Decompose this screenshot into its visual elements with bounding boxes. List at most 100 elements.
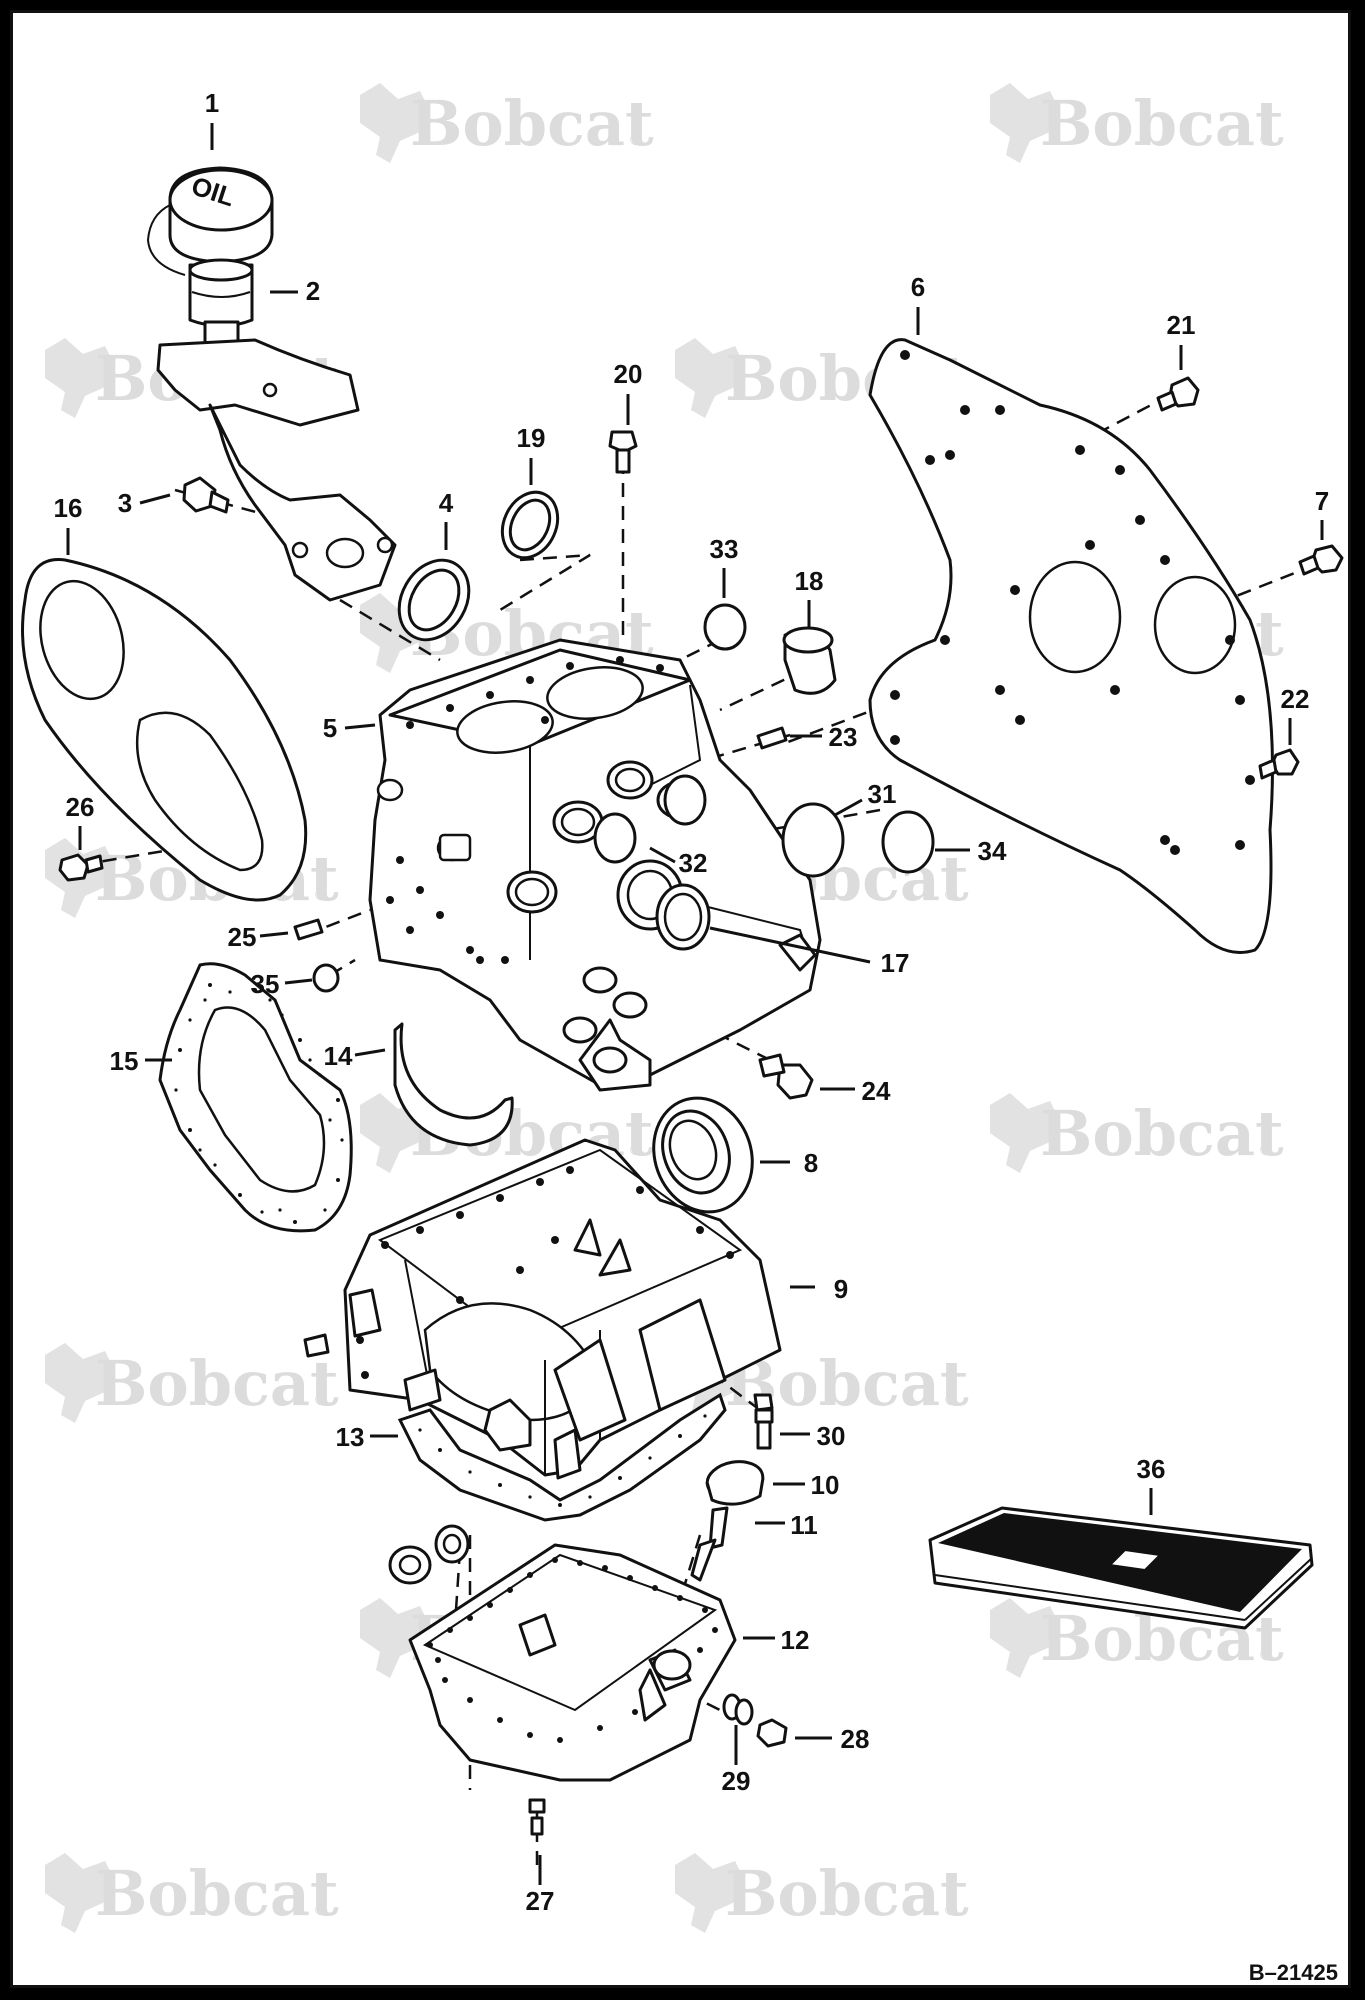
callout-number-26: 26 [66,792,95,822]
bolt-30 [753,1393,774,1450]
callout-number-32: 32 [679,848,708,878]
bolt-7 [1298,544,1344,576]
callout-number-22: 22 [1281,684,1310,714]
callout-number-29: 29 [722,1766,751,1796]
callout-number-23: 23 [829,722,858,752]
crankcase-5 [368,638,822,1092]
callout-number-15: 15 [110,1046,139,1076]
bolt-22 [1258,748,1300,780]
bobcat-logo-icon [45,1853,115,1933]
callout-leader-32 [649,846,676,864]
drain-plug-fittings [388,1524,470,1585]
oil-pan-gasket-speckle [418,1414,707,1507]
callout-number-12: 12 [781,1625,810,1655]
bobcat-watermark: Bobcat® [45,1853,339,1933]
watermark-reg-mark: ® [1260,1142,1272,1159]
crankcase-bolt-holes [386,656,664,964]
bolt-3 [182,476,230,514]
crankcase-lower-9 [303,1138,782,1480]
watermark-reg-mark: ® [1260,132,1272,149]
bobcat-logo-icon [675,338,745,418]
bobcat-watermark: Bobcat® [360,83,654,163]
callout-leader-14 [354,1048,386,1057]
bolt-20 [608,430,638,474]
oil-pan-gasket-bead [427,1557,718,1743]
watermark-reg-mark: ® [945,1392,957,1409]
callout-number-11: 11 [790,1510,818,1540]
callout-number-3: 3 [118,488,132,518]
watermark-reg-mark: ® [945,887,957,904]
pin-25 [293,918,324,941]
callout-number-34: 34 [978,836,1007,866]
end-plate-6 [868,338,1274,954]
plug-31 [781,802,845,878]
plug-18 [782,626,837,695]
seal-14 [393,1022,514,1147]
watermark-reg-mark: ® [1260,642,1272,659]
oil-filler-cap: OIL [146,166,274,276]
callout-number-2: 2 [306,276,320,306]
plug-33 [703,603,747,651]
bobcat-logo-icon [675,1853,745,1933]
callout-number-4: 4 [439,488,454,518]
callout-leader-31 [834,798,863,817]
callout-number-35: 35 [251,969,280,999]
oil-filler-neck [156,258,397,602]
callout-number-24: 24 [862,1076,891,1106]
bobcat-watermark: Bobcat® [990,1093,1284,1173]
callout-number-19: 19 [517,423,546,453]
watermark-reg-mark: ® [315,887,327,904]
callout-leader-17 [709,926,871,964]
callout-number-33: 33 [710,534,739,564]
callout-number-9: 9 [834,1274,848,1304]
watermark-reg-mark: ® [315,1392,327,1409]
watermark-reg-mark: ® [1260,1647,1272,1664]
crankcase-lower-bolt-holes [356,1166,734,1379]
callout-number-30: 30 [817,1421,846,1451]
bobcat-logo-icon [990,1598,1060,1678]
callout-number-10: 10 [811,1470,840,1500]
plug-32 [593,774,707,864]
gear-case-gasket-16 [21,558,308,902]
watermark-reg-mark: ® [630,1142,642,1159]
watermark-brand: Bobcat [410,87,654,160]
bolt-26 [58,853,104,882]
callout-number-8: 8 [804,1148,818,1178]
oil-pan-12 [408,1543,737,1782]
watermark-reg-mark: ® [945,1902,957,1919]
watermark-brand: Bobcat [725,1857,969,1930]
figure-id: B–21425 [1249,1960,1338,1985]
dipstick-guide-11 [690,1506,729,1582]
bobcat-logo-icon [45,1343,115,1423]
bobcat-watermark: Bobcat® [675,1853,969,1933]
watermark-brand: Bobcat [1040,87,1284,160]
oil-pan-gasket-13 [397,1392,727,1522]
bobcat-logo-icon [990,83,1060,163]
callout-number-6: 6 [911,272,925,302]
callout-number-18: 18 [795,566,824,596]
washer-29 [722,1693,754,1726]
callout-leader-35 [284,978,313,985]
pin-23 [756,726,788,750]
dipstick-10 [705,1460,765,1506]
watermark-reg-mark: ® [630,132,642,149]
o-ring-35 [312,963,340,993]
callout-leader-25 [259,931,289,938]
callout-number-28: 28 [841,1724,870,1754]
callout-number-36: 36 [1137,1454,1166,1484]
bobcat-logo-icon [360,1598,430,1678]
o-ring-19 [500,490,560,560]
gasket-kit-36 [928,1506,1314,1630]
bobcat-logo-icon [360,83,430,163]
callout-number-13: 13 [336,1422,365,1452]
callout-number-20: 20 [614,359,643,389]
callout-number-5: 5 [323,713,337,743]
drain-plug-27 [528,1798,546,1836]
callout-number-7: 7 [1315,486,1329,516]
watermark-brand: Bobcat [1040,1097,1284,1170]
bolt-21 [1156,376,1200,412]
callout-number-1: 1 [205,88,219,118]
bobcat-logo-icon [45,338,115,418]
watermark-reg-mark: ® [315,1902,327,1919]
